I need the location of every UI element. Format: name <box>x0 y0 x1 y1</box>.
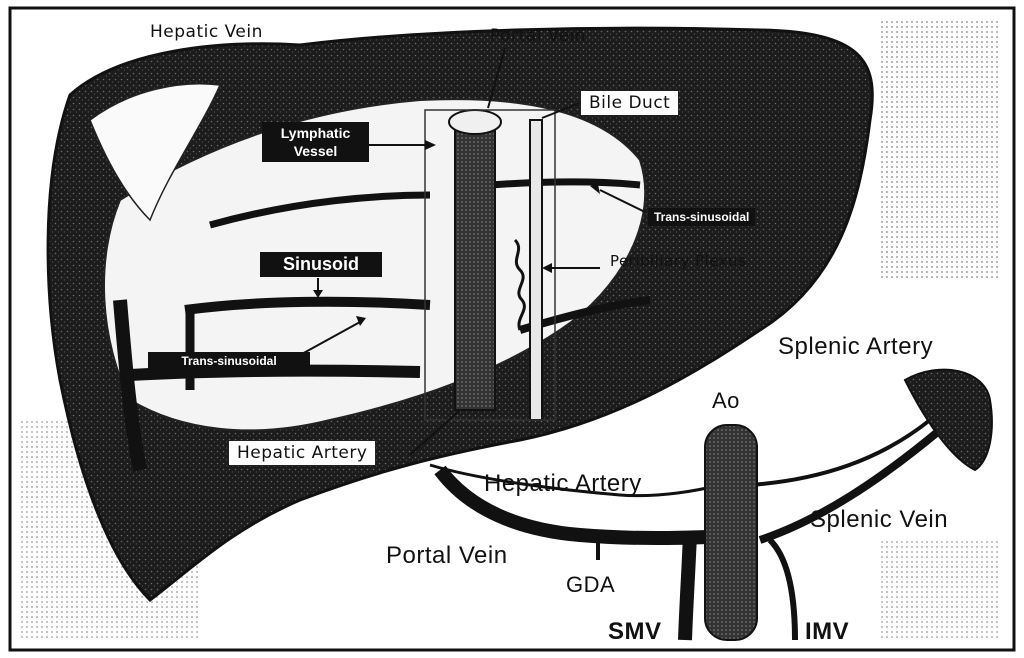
arrow-trans-sinusoidal-left <box>299 321 361 356</box>
label-sinusoid: Sinusoid <box>260 252 382 277</box>
splenic-artery-vessel <box>749 418 932 487</box>
portal-column-top <box>448 109 502 135</box>
label-imv: IMV <box>805 618 850 645</box>
label-splenic-artery: Splenic Artery <box>778 333 934 360</box>
splenic-vein-vessel <box>758 426 943 544</box>
imv-vessel <box>767 537 798 641</box>
channel-right-top <box>489 178 641 189</box>
label-hepatic-artery-box: Hepatic Artery <box>228 440 377 466</box>
spleen <box>903 368 993 472</box>
speckle-right-edge <box>880 20 1000 280</box>
left-vertical-vessel <box>113 299 147 472</box>
label-hepatic-artery-lower: Hepatic Artery <box>484 470 642 497</box>
label-hepatic-vein-top: Hepatic Vein <box>150 22 263 42</box>
label-ao: Ao <box>712 388 740 413</box>
portal-vein-vessel <box>434 465 741 546</box>
bile-duct-column <box>529 119 543 421</box>
label-splenic-vein: Splenic Vein <box>810 506 949 533</box>
label-gda: GDA <box>566 572 616 597</box>
label-peribiliary-plexus: Peribiliary Plexus <box>610 252 747 270</box>
label-trans-sinusoidal-left: Trans-sinusoidal <box>148 352 310 370</box>
label-portal-vein-top: Portal Vein <box>490 26 587 46</box>
arrow-trans-sinusoidal-right <box>599 189 646 213</box>
label-bile-duct: Bile Duct <box>580 90 680 116</box>
speckle-bottom-right <box>880 540 1000 640</box>
label-lymphatic-line1: Lymphatic <box>280 125 351 141</box>
pointer-hepatic-artery-box <box>409 409 461 456</box>
portal-column-outline <box>424 109 556 421</box>
frame-border <box>8 6 1016 652</box>
sinusoid-channel-low <box>129 364 421 381</box>
label-trans-sinusoidal-right: Trans-sinusoidal <box>648 208 756 226</box>
hepatic-artery-vessel <box>429 463 721 498</box>
sinusoid-channel-mid <box>184 296 431 315</box>
aorta <box>704 424 758 641</box>
label-lymphatic-line2: Vessel <box>293 143 338 159</box>
pointer-portal-vein-top <box>487 47 506 109</box>
label-smv: SMV <box>608 618 662 645</box>
lobule-left-white <box>89 83 222 222</box>
label-portal-vein-lower: Portal Vein <box>386 542 508 569</box>
portal-column <box>454 119 496 411</box>
peribiliary-plexus-squiggle <box>513 238 526 331</box>
sinusoid-channel-top <box>209 191 431 229</box>
pointer-bile-duct <box>541 102 581 119</box>
label-lymphatic-vessel: Lymphatic Vessel <box>262 122 369 162</box>
smv-vessel <box>678 534 697 641</box>
